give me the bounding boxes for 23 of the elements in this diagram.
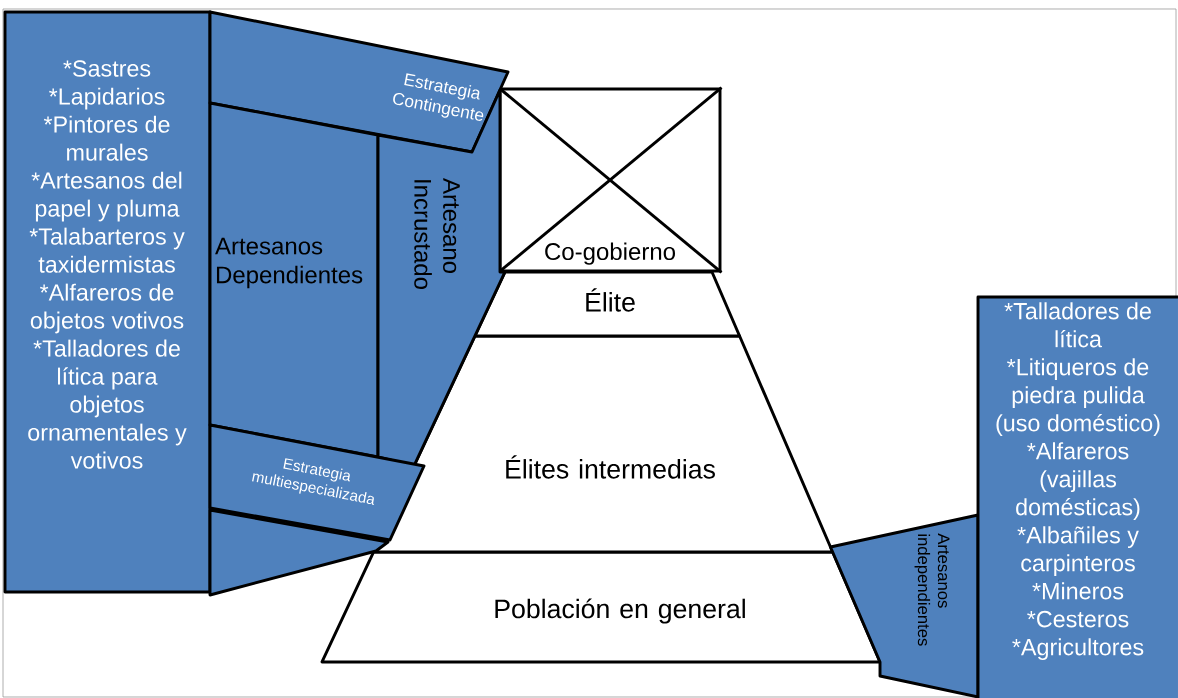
region-label: Élite [586,288,635,312]
list-item: *Agricultores [1012,638,1144,660]
level-label: Co-gobierno [541,240,679,267]
list-item: *Lapidarios [49,87,165,110]
list-item: *Mineros [1032,582,1124,600]
list-item: *Alfareros (vajillas domésticas) [1016,442,1140,520]
region-label: Estrategia Contingente [393,73,484,121]
list-item: *Talladores de lítica para objetos ornamentales y votivos [28,339,187,469]
list-item: *Pintores de murales [43,115,170,161]
list-item: *Talladores de lítica [1004,302,1151,348]
region-label: Artesano Incrustado [414,178,460,290]
list-item: *Albañiles y carpinteros [1017,526,1139,576]
region-label: Élites intermedias [506,455,715,479]
region-label: Población en general [495,598,745,624]
list-item: *Sastres [63,60,151,77]
wedge-shape [208,508,390,597]
list-item: *Artesanos del papel y pluma [31,171,182,222]
region-label: Artesanos independientes [914,533,950,646]
list-item: *Cesteros [1027,610,1129,628]
list-item: *Litiqueros de piedra pulida (uso doméstico) [996,358,1160,436]
region-label: Artesanos Dependientes [215,237,363,289]
list-item: *Talabarteros y taxidermistas [29,227,185,273]
list-item: *Alfareros de objetos votivos [30,283,184,334]
